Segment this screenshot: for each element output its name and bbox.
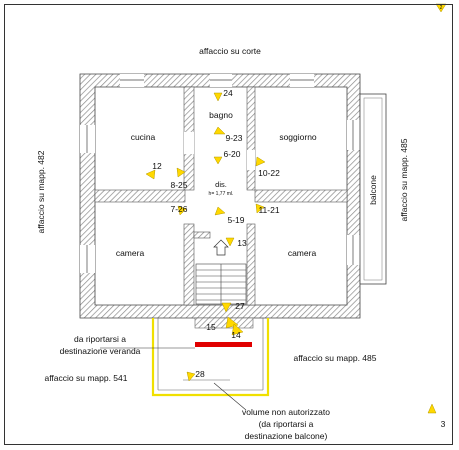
marker-27 (221, 302, 232, 313)
room-height: h= 1,77 ml. (209, 191, 234, 197)
note-volume-line2: (da riportarsi a (259, 419, 314, 429)
marker-7-26 (177, 205, 187, 216)
note-veranda-line2: destinazione veranda (60, 346, 141, 356)
marker-label-24: 24 (223, 88, 233, 98)
marker-13 (225, 237, 235, 247)
marker-11-21 (255, 203, 265, 214)
marker-label-12: 12 (152, 161, 162, 171)
marker-9-23 (213, 126, 226, 135)
marker-label-8-25: 8-25 (170, 180, 187, 190)
room-balcone: balcone (368, 175, 378, 205)
label-south-east: affaccio su mapp. 485 (293, 353, 376, 363)
note-veranda-line1: da riportarsi a (74, 334, 126, 344)
label-south-west: affaccio su mapp. 541 (44, 373, 127, 383)
marker-3 (427, 403, 437, 414)
addition-walls (157, 317, 264, 391)
room-dis: dis. (215, 180, 227, 189)
door-openings (80, 74, 360, 273)
marker-5-19 (214, 206, 226, 216)
window-lines (86, 79, 354, 273)
marker-label-27: 27 (235, 301, 245, 311)
note-volume-line3: destinazione balcone) (245, 431, 328, 441)
marker-6-20 (213, 156, 223, 165)
marker-label-3: 3 (441, 419, 446, 429)
marker-label-11-21: 11-21 (258, 205, 279, 215)
marker-label-15: 15 (206, 322, 216, 332)
room-soggiorno: soggiorno (279, 132, 317, 142)
marker-12 (145, 169, 156, 180)
balcony (359, 93, 387, 285)
marker-label-7-26: 7-26 (170, 204, 187, 214)
marker-label-14: 14 (231, 330, 241, 340)
room-cucina: cucina (131, 132, 156, 142)
volume-leader (213, 382, 247, 411)
marker-28 (186, 371, 196, 382)
marker-label-6-20: 6-20 (223, 149, 240, 159)
marker-14 (231, 323, 244, 336)
marker-label-2: 2 (440, 5, 443, 11)
label-north: affaccio su corte (199, 46, 261, 56)
marker-label-10-22: 10-22 (258, 168, 280, 178)
room-bagno: bagno (209, 110, 233, 120)
stairs (195, 263, 247, 305)
marker-label-9-23: 9-23 (225, 133, 242, 143)
photo-markers (145, 3, 447, 414)
marker-10-22 (255, 156, 266, 167)
marker-label-5-19: 5-19 (227, 215, 244, 225)
marker-8-25 (176, 167, 186, 178)
label-west: affaccio su mapp. 482 (36, 150, 46, 233)
stair-arrow-icon (213, 239, 229, 256)
red-opening (195, 342, 252, 347)
note-volume-line1: volume non autorizzato (242, 407, 330, 417)
outer-walls (79, 73, 361, 319)
room-camera-left: camera (116, 248, 145, 258)
room-camera-right: camera (288, 248, 317, 258)
marker-label-13: 13 (237, 238, 247, 248)
marker-label-28: 28 (195, 369, 205, 379)
marker-24 (213, 92, 223, 102)
balcony-rail (363, 97, 383, 281)
addition-outline (151, 318, 270, 397)
label-east: affaccio su mapp. 485 (399, 138, 409, 221)
